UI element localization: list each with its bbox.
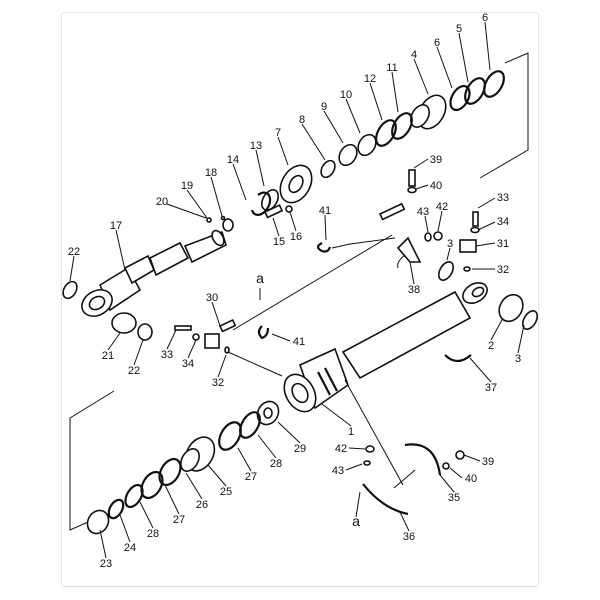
label-23: 23 <box>100 558 112 570</box>
label-17: 17 <box>110 220 122 232</box>
label-39: 39 <box>482 456 494 468</box>
label-34: 34 <box>497 216 509 228</box>
label-2: 2 <box>488 340 494 352</box>
label-11: 11 <box>386 62 397 74</box>
label-26: 26 <box>196 499 208 511</box>
label-42: 42 <box>335 443 347 455</box>
seal-rings-bottom <box>86 400 280 535</box>
leader-lines <box>69 21 525 559</box>
left-middle-parts <box>62 280 270 354</box>
label-13: 13 <box>250 140 262 152</box>
label-9: 9 <box>321 101 327 113</box>
label-32: 32 <box>497 264 509 276</box>
clamps <box>362 443 465 516</box>
label-21: 21 <box>102 350 114 362</box>
label-6: 6 <box>482 12 488 24</box>
label-39: 39 <box>430 154 442 166</box>
label-10: 10 <box>340 89 352 101</box>
label-15: 15 <box>273 236 285 248</box>
label-12: 12 <box>364 73 376 85</box>
label-36: 36 <box>403 531 415 543</box>
label-31: 31 <box>497 238 509 250</box>
label-22: 22 <box>128 365 140 377</box>
right-parts <box>316 169 539 363</box>
label-35: 35 <box>448 492 460 504</box>
label-29: 29 <box>294 443 306 455</box>
label-25: 25 <box>220 486 232 498</box>
label-14: 14 <box>227 154 239 166</box>
label-37: 37 <box>485 382 497 394</box>
label-27: 27 <box>245 471 257 483</box>
label-38: 38 <box>408 284 420 296</box>
label-34: 34 <box>182 358 194 370</box>
label-43: 43 <box>332 465 344 477</box>
label-41: 41 <box>319 205 331 217</box>
label-43: 43 <box>417 206 429 218</box>
label-28: 28 <box>270 458 282 470</box>
label-24: 24 <box>124 542 136 554</box>
cylinder-tube <box>283 282 488 413</box>
label-42: 42 <box>436 201 448 213</box>
label-41: 41 <box>293 336 305 348</box>
bracket-line-top <box>479 52 529 179</box>
label-3: 3 <box>447 238 453 250</box>
label-33: 33 <box>161 349 173 361</box>
seal-rings-top <box>206 70 505 232</box>
label-20: 20 <box>156 196 168 208</box>
label-7: 7 <box>275 127 281 139</box>
label-a: a <box>256 270 264 286</box>
label-5: 5 <box>456 23 462 35</box>
piston-rod <box>81 229 227 317</box>
label-19: 19 <box>181 180 193 192</box>
label-22: 22 <box>68 246 80 258</box>
label-40: 40 <box>430 180 442 192</box>
label-40: 40 <box>465 473 477 485</box>
label-3: 3 <box>515 353 521 365</box>
bracket-line-bottom <box>69 390 115 531</box>
label-27: 27 <box>173 514 185 526</box>
label-16: 16 <box>290 231 302 243</box>
callout-labels: 6 5 6 4 11 12 10 9 8 7 13 14 18 19 20 17… <box>68 12 521 570</box>
label-32: 32 <box>212 377 224 389</box>
label-1: 1 <box>348 426 354 438</box>
label-18: 18 <box>205 167 217 179</box>
label-8: 8 <box>299 114 305 126</box>
label-30: 30 <box>206 292 218 304</box>
label-6: 6 <box>434 37 440 49</box>
label-33: 33 <box>497 192 509 204</box>
label-a: a <box>352 513 360 529</box>
label-4: 4 <box>411 49 417 61</box>
label-28: 28 <box>147 528 159 540</box>
